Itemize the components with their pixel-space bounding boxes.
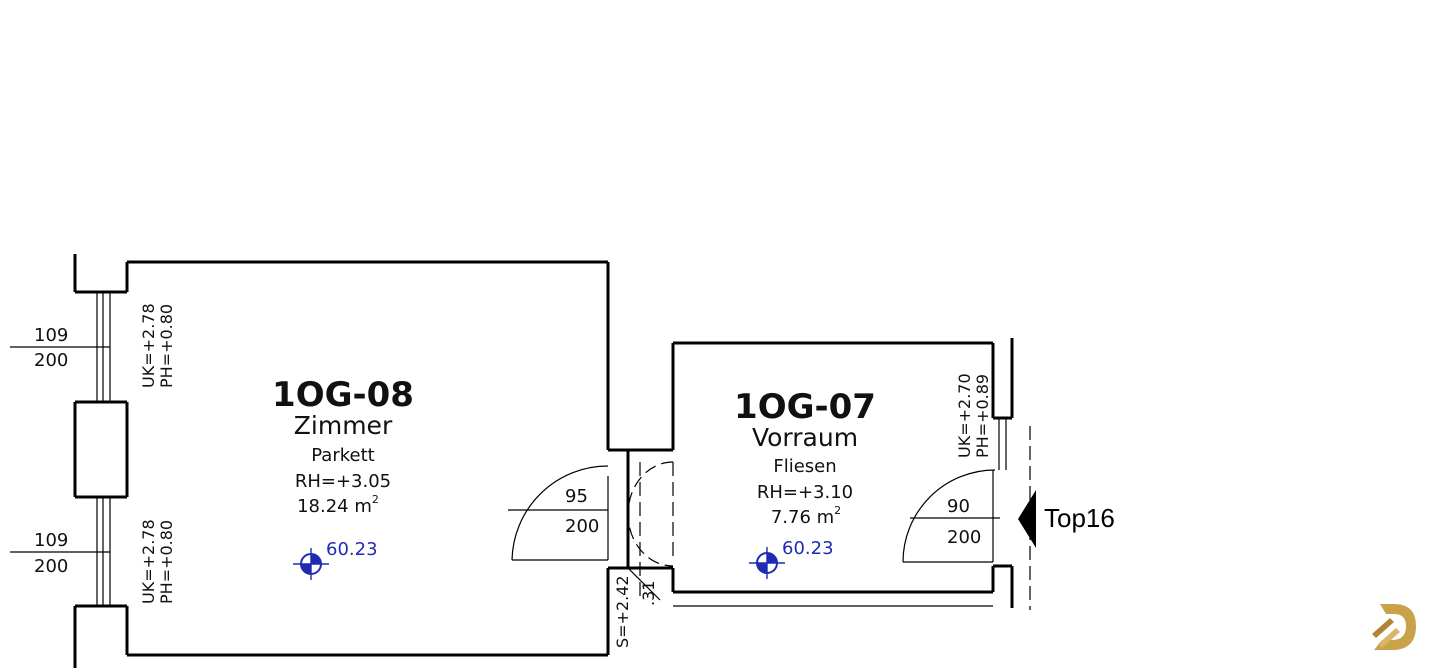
- room-07-level: 60.23: [782, 538, 834, 559]
- brand-logo-icon: [1372, 604, 1416, 650]
- entrance-arrow-icon: [1018, 490, 1036, 548]
- room-07-id: 1OG-07: [734, 387, 876, 427]
- door-2-height: 200: [947, 527, 981, 548]
- window-2-width: 109: [34, 530, 68, 551]
- room-07-area: 7.76 m2: [771, 504, 841, 528]
- room-07-name: Vorraum: [752, 423, 858, 452]
- window-1-width: 109: [34, 325, 68, 346]
- window-2-uk: UK=+2.78: [139, 519, 158, 604]
- window-right-glazing: [998, 418, 1007, 470]
- room-08-area: 18.24 m2: [297, 493, 379, 517]
- door-swing-left: [511, 465, 609, 561]
- doorway-walls: [608, 448, 673, 570]
- door-diagonal: [627, 567, 661, 601]
- door-2-width: 90: [947, 496, 970, 517]
- room-07-walls: [671, 338, 1014, 608]
- door-swing-inner: [627, 461, 674, 567]
- window-1-ph: PH=+0.80: [157, 304, 176, 388]
- fragment-a: S=+2.42: [613, 575, 632, 648]
- room-08-id: 1OG-08: [272, 375, 414, 415]
- window-3-uk: UK=+2.70: [955, 373, 974, 458]
- room-08-walls: [73, 254, 610, 668]
- room-07-level-marker: [749, 547, 785, 579]
- window-2-ph: PH=+0.80: [157, 520, 176, 604]
- door-1-width: 95: [565, 486, 588, 507]
- room-07-height: RH=+3.10: [757, 482, 853, 503]
- fragment-b: .31: [639, 581, 658, 606]
- dimension-lines: [10, 346, 1000, 553]
- room-07-floor: Fliesen: [773, 456, 836, 477]
- window-2-height: 200: [34, 556, 68, 577]
- room-08-name: Zimmer: [294, 411, 393, 440]
- room-08-level: 60.23: [326, 539, 378, 560]
- door-1-height: 200: [565, 516, 599, 537]
- door-swing-right: [902, 469, 996, 563]
- window-1-height: 200: [34, 350, 68, 371]
- window-1-uk: UK=+2.78: [139, 303, 158, 388]
- room-08-height: RH=+3.05: [295, 471, 391, 492]
- room-08-level-marker: [293, 548, 329, 580]
- entrance-tag: Top16: [1044, 503, 1115, 533]
- room-08-floor: Parkett: [311, 445, 374, 466]
- window-3-ph: PH=+0.89: [973, 374, 992, 458]
